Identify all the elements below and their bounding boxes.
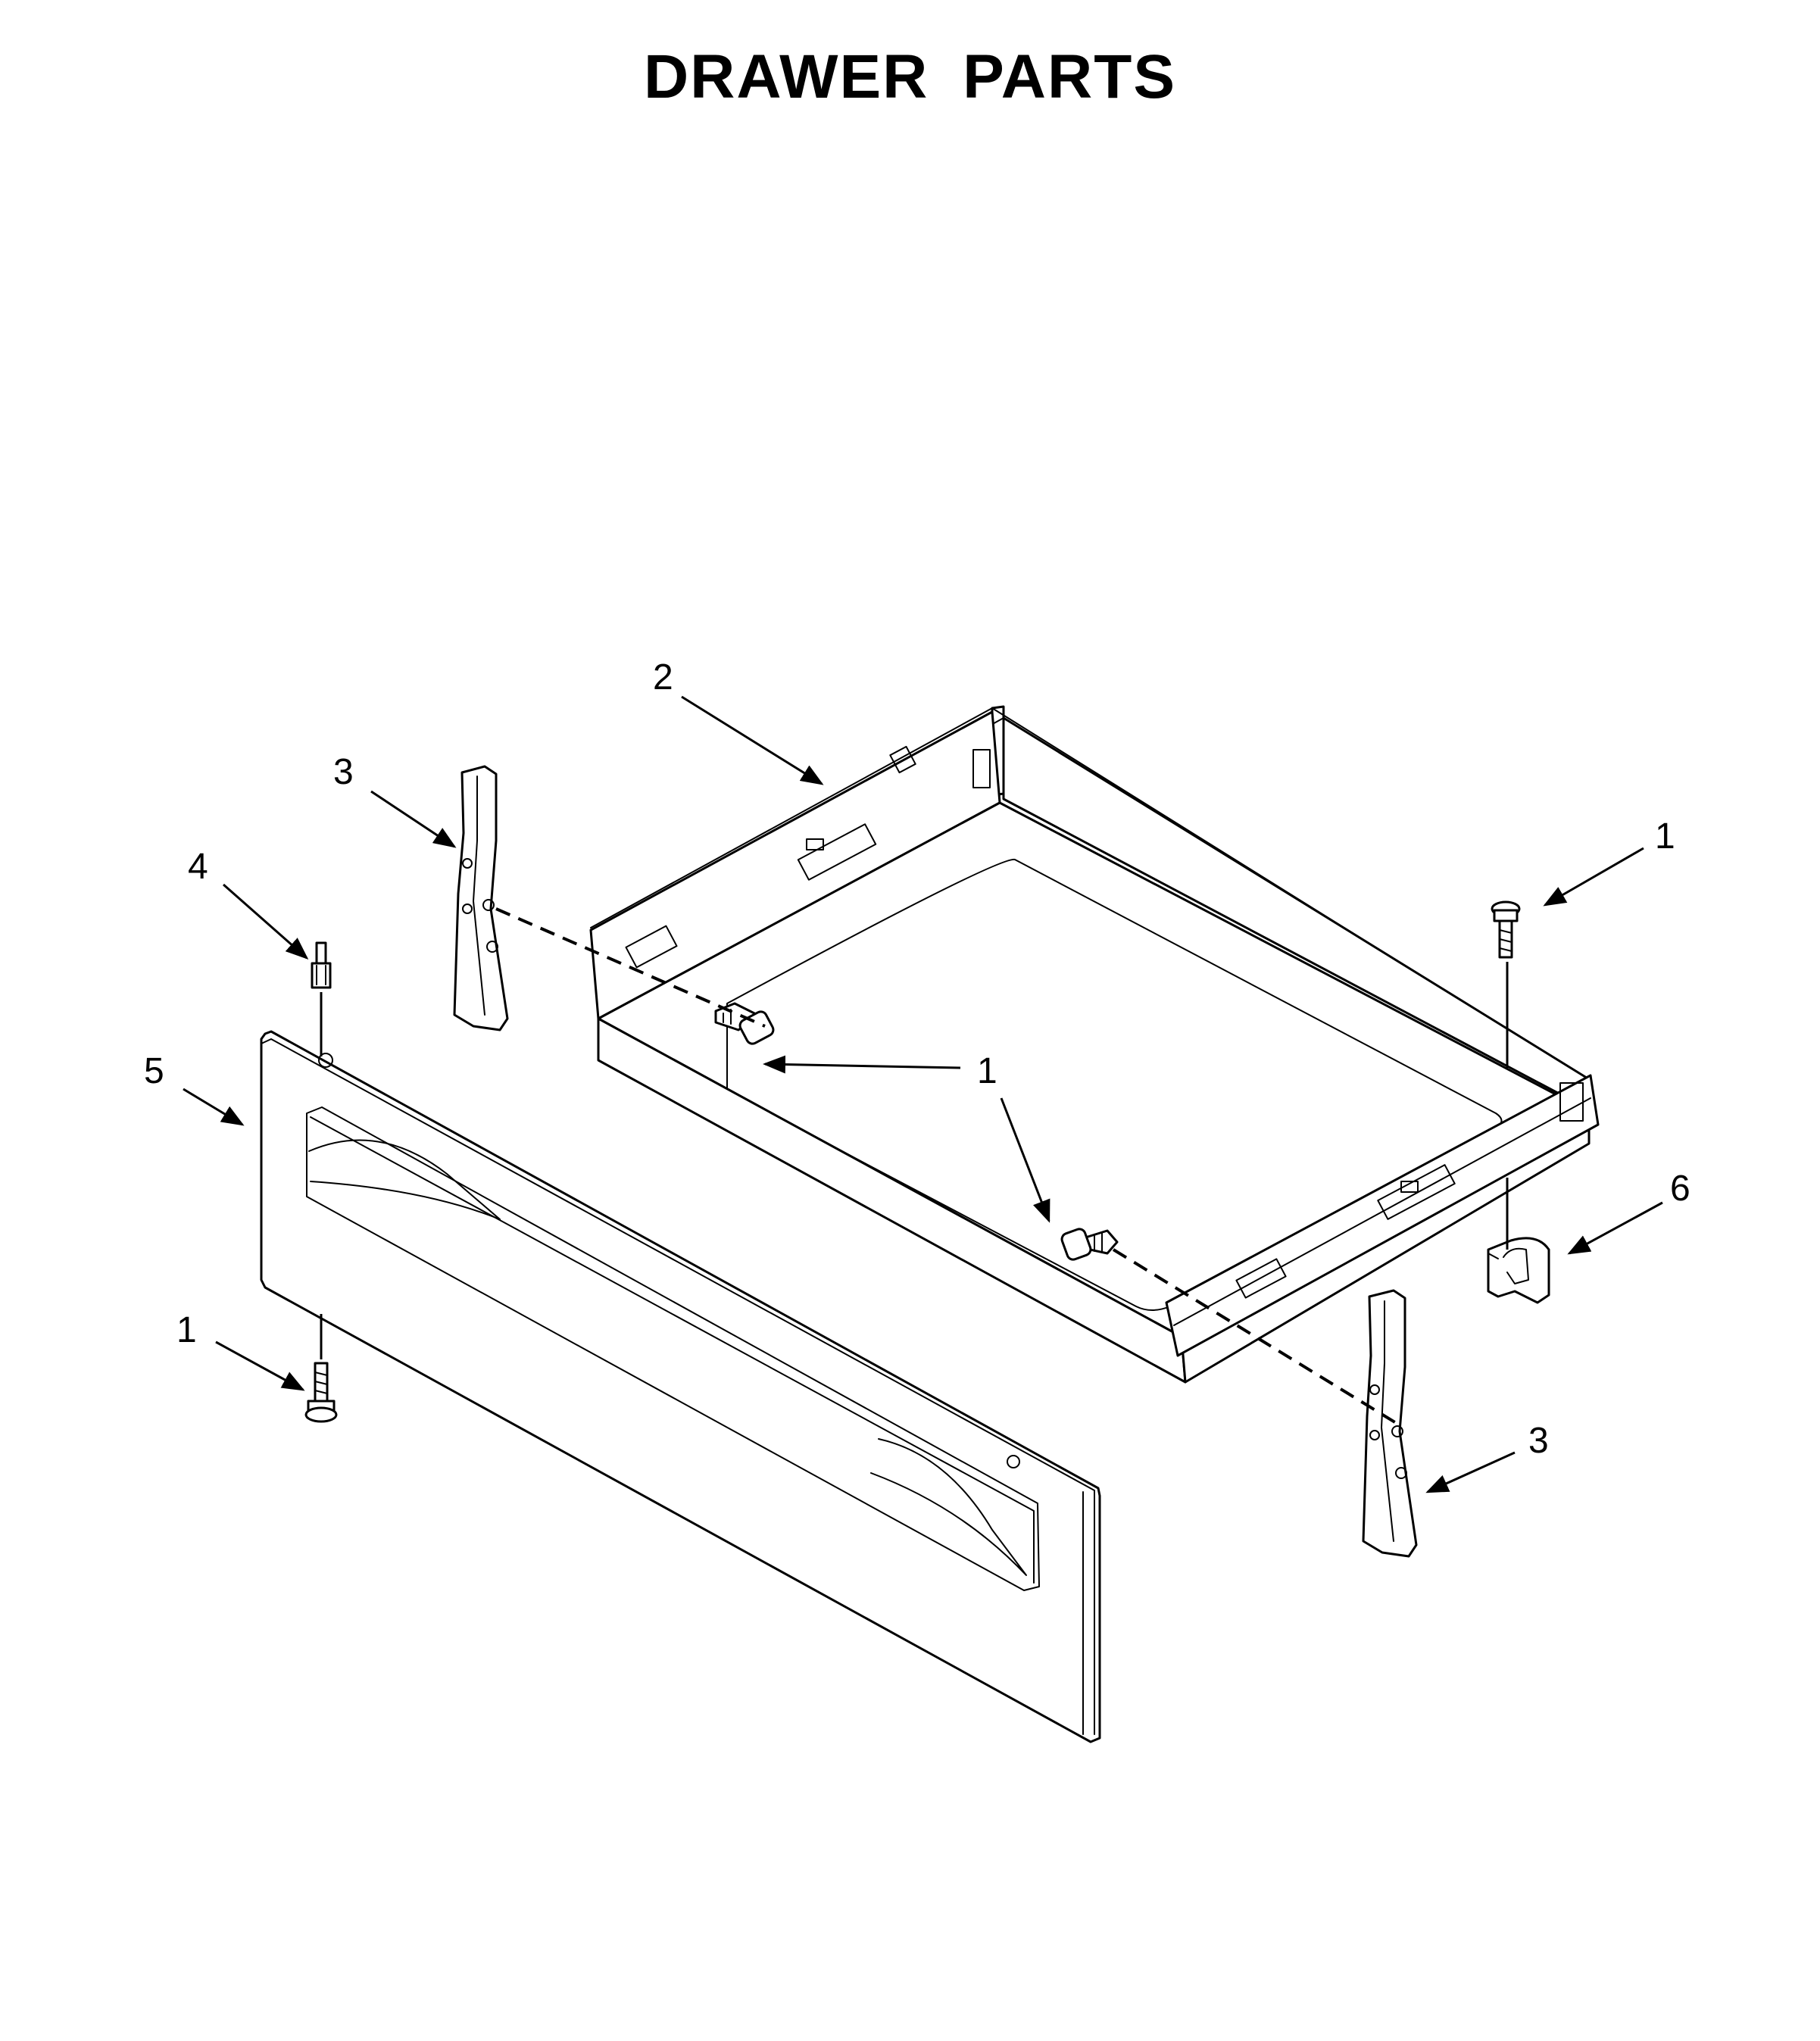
callout-1-bottom-left: 1 xyxy=(176,1310,197,1350)
drawer-clip xyxy=(1487,1237,1550,1304)
spacer-stud xyxy=(311,941,332,989)
drawer-body xyxy=(589,705,1600,1384)
callout-1-top-right: 1 xyxy=(1655,816,1675,857)
screw-bottom-left xyxy=(304,1362,338,1423)
assembly-lines xyxy=(320,907,1509,1425)
screw-drawer-right xyxy=(1060,1228,1119,1261)
callout-3-left: 3 xyxy=(333,752,354,792)
callout-4: 4 xyxy=(188,847,208,887)
page-title: DRAWER PARTS xyxy=(643,42,1177,111)
callout-2: 2 xyxy=(653,657,673,697)
callout-1-center: 1 xyxy=(977,1051,997,1091)
callout-6: 6 xyxy=(1670,1169,1690,1209)
callout-5: 5 xyxy=(144,1051,164,1091)
callout-leaders xyxy=(183,695,1663,1493)
drawer-slide-right xyxy=(1362,1289,1418,1558)
screw-top-right xyxy=(1491,900,1521,959)
drawer-slide-left xyxy=(453,765,509,1031)
drawer-front-panel xyxy=(260,1030,1101,1743)
callout-3-right: 3 xyxy=(1528,1421,1549,1461)
